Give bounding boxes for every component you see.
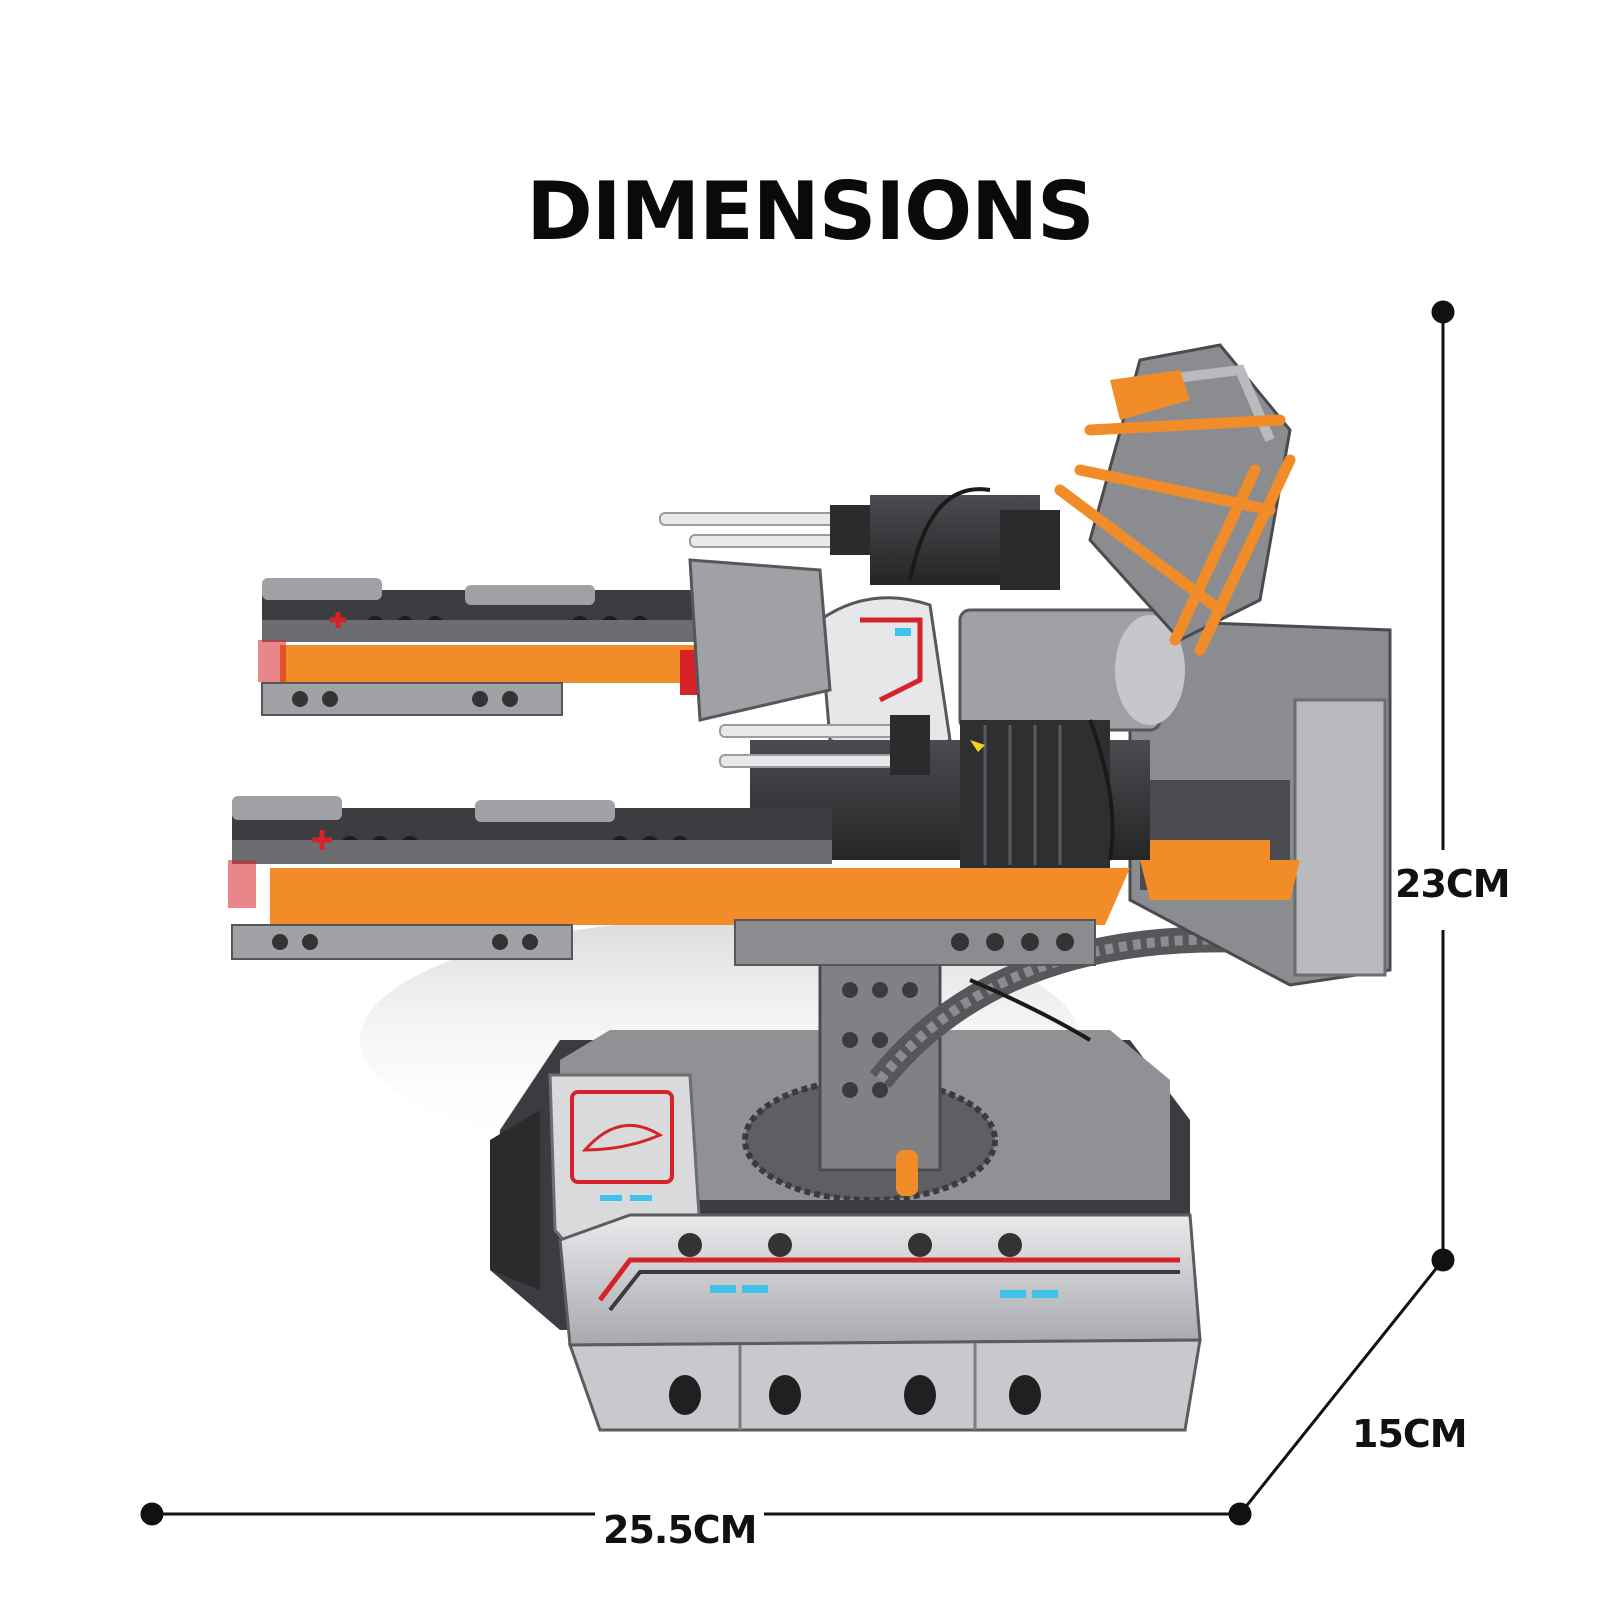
depth-line [1238, 1259, 1445, 1515]
emblem-icon [581, 1123, 664, 1152]
tank-base [490, 1030, 1202, 1432]
width-left-dot [140, 1502, 164, 1526]
orange-pin [896, 1150, 918, 1196]
emblem-frame [570, 1090, 674, 1184]
width-dimension-label: 25.5CM [595, 1511, 765, 1549]
depth-dimension-label: 15CM [1352, 1412, 1468, 1456]
radar-dish [1054, 343, 1296, 656]
upper-launcher [258, 558, 832, 722]
lower-launcher [228, 796, 1270, 966]
height-top-dot [1431, 300, 1455, 324]
page-title: DIMENSIONS [526, 165, 1094, 258]
height-dimension-label: 23CM [1395, 862, 1511, 906]
turntable [742, 926, 1251, 1203]
missiles [659, 505, 930, 775]
